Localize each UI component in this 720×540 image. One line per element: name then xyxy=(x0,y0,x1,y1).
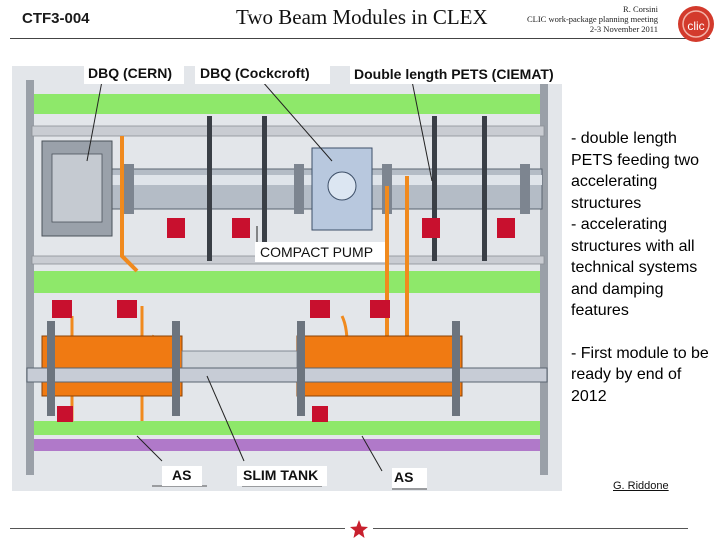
label-as-left: AS xyxy=(172,467,192,483)
footer-line-right xyxy=(373,528,688,529)
meta-author: R. Corsini xyxy=(623,4,658,14)
bullet-item: - First module to be ready by end of 201… xyxy=(571,344,709,405)
bullet-item: - double length PETS feeding two acceler… xyxy=(571,130,700,212)
footer-star-icon xyxy=(350,520,368,538)
image-credit: G. Riddone xyxy=(613,480,669,492)
clic-logo: clic xyxy=(678,6,714,42)
slide-title: Two Beam Modules in CLEX xyxy=(236,5,488,29)
bullet-item: - accelerating structures with all techn… xyxy=(571,216,698,319)
header-divider xyxy=(10,38,710,39)
logo-text: clic xyxy=(687,19,704,33)
meta-date: 2-3 November 2011 xyxy=(589,24,658,34)
footer-line-left xyxy=(10,528,345,529)
label-compact-pump: COMPACT PUMP xyxy=(260,244,374,260)
label-pets: Double length PETS (CIEMAT) xyxy=(354,66,554,82)
slide-meta: R. Corsini CLIC work-package planning me… xyxy=(468,4,658,34)
bullet-list: - double length PETS feeding two acceler… xyxy=(571,128,719,407)
label-as-right: AS xyxy=(394,469,414,485)
label-dbq-cern: DBQ (CERN) xyxy=(88,65,172,81)
slide-code: CTF3-004 xyxy=(22,10,90,27)
label-dbq-cockcroft: DBQ (Cockcroft) xyxy=(200,65,310,81)
label-slim-tank: SLIM TANK xyxy=(243,467,319,483)
two-beam-module-drawing xyxy=(12,66,562,491)
meta-meeting: CLIC work-package planning meeting xyxy=(526,14,658,24)
